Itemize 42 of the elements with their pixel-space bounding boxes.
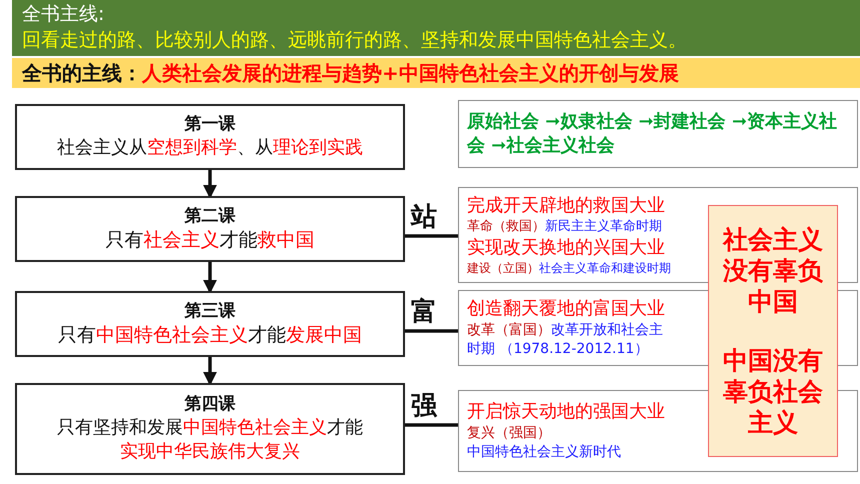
lesson-text: 第三课 [184, 300, 236, 323]
connector-line [405, 329, 458, 333]
callout-text: 社会主义没有辜负中国 [722, 224, 824, 318]
arrow [203, 170, 217, 199]
info-text: 实现改天换地的兴国大业 [467, 236, 665, 260]
highlight-band [12, 58, 860, 88]
theme-text: 全书的主线：人类社会发展的进程与趋势+中国特色社会主义的开创与发展 [22, 60, 679, 86]
edge-label: 强 [411, 393, 437, 419]
lesson-text: 只有坚持和发展中国特色社会主义才能 [57, 416, 363, 440]
edge-label: 站 [411, 204, 437, 230]
edge-label: 富 [411, 299, 437, 325]
connector-line [405, 234, 458, 238]
callout-text: 中国没有辜负社会主义 [722, 344, 824, 438]
lesson-text: 第四课 [184, 393, 236, 416]
lesson-box [15, 291, 405, 357]
connector-line [405, 423, 458, 427]
info-box [458, 100, 858, 168]
info-text: 改革（富国）改革开放和社会主 [467, 321, 663, 340]
lesson-text: 只有中国特色社会主义才能发展中国 [58, 322, 362, 348]
info-text: 复兴（强国） [467, 424, 551, 444]
banner-text: 全书主线: [22, 2, 104, 28]
info-text: 建设（立国）社会主义革命和建设时期 [467, 260, 671, 276]
info-text: 完成开天辟地的救国大业 [467, 194, 665, 218]
lesson-box [15, 196, 405, 262]
lesson-text: 实现中华民族伟大复兴 [120, 440, 300, 464]
info-text: 原始社会 ➞奴隶社会 ➞封建社会 ➞资本主义社会 ➞社会主义社会 [467, 110, 838, 158]
banner [12, 0, 860, 56]
lesson-text: 第一课 [184, 113, 236, 136]
lesson-text: 第二课 [184, 204, 236, 228]
banner-text: 回看走过的路、比较别人的路、远眺前行的路、坚持和发展中国特色社会主义。 [22, 28, 687, 53]
lesson-text: 只有社会主义才能救中国 [106, 228, 314, 253]
lesson-box [15, 104, 405, 170]
info-text: 开启惊天动地的强国大业 [467, 400, 665, 424]
lesson-text: 社会主义从空想到科学、从理论到实践 [57, 136, 363, 160]
info-text: 时期 （1978.12-2012.11） [467, 340, 648, 360]
arrow [203, 262, 217, 294]
info-text: 革命（救国）新民主主义革命时期 [467, 218, 662, 236]
info-text: 创造翻天覆地的富国大业 [467, 296, 665, 321]
info-text: 中国特色社会主义新时代 [467, 443, 621, 462]
arrow [203, 357, 217, 386]
lesson-box [15, 383, 405, 475]
callout-box [708, 205, 838, 457]
